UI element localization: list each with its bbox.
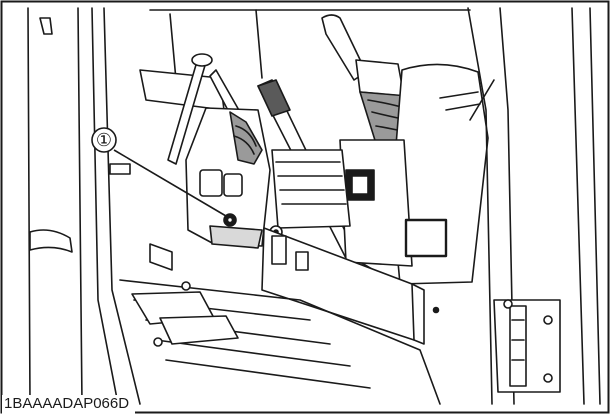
left-door-frame xyxy=(27,7,141,405)
right-console xyxy=(269,63,489,285)
callout-circle xyxy=(91,127,117,153)
figure-code: 1BAAAADAP066D xyxy=(2,395,136,414)
callout-leader xyxy=(113,149,227,217)
base-cabinet xyxy=(261,227,440,345)
callout-number: ① xyxy=(96,130,112,151)
floor xyxy=(119,243,441,405)
line-drawing xyxy=(27,7,601,405)
left-console xyxy=(185,107,271,249)
left-lever xyxy=(167,53,241,165)
right-door-frame xyxy=(467,7,601,405)
